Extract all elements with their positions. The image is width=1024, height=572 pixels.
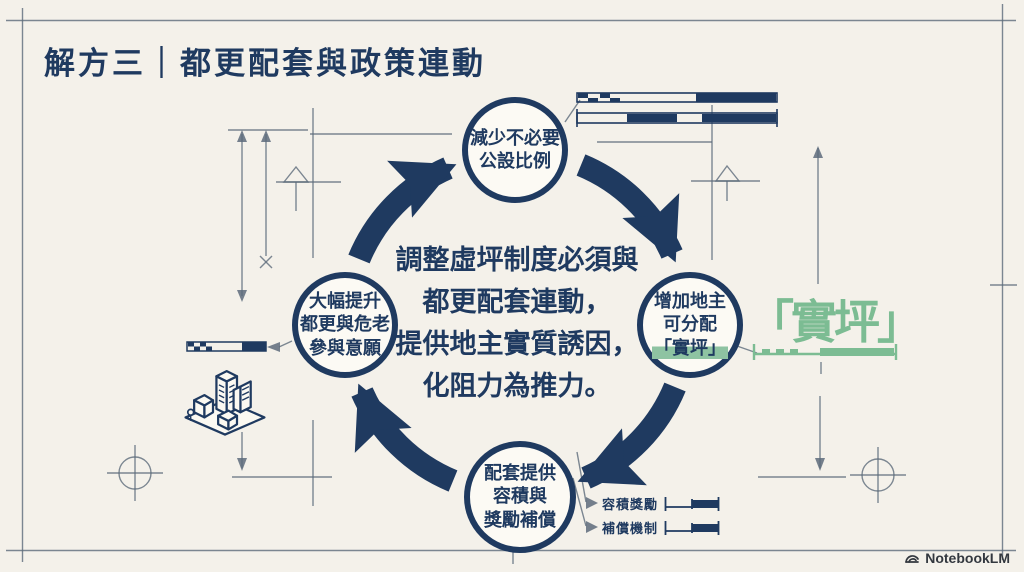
node-label: 減少不必要	[470, 127, 560, 148]
page-title: 解方三｜都更配套與政策連動	[44, 46, 486, 81]
scale-bar-green	[752, 344, 898, 360]
scale-bar-small	[664, 520, 720, 535]
cycle-node-bottom: 配套提供 容積與 獎勵補償	[464, 441, 576, 553]
cycle-node-top: 減少不必要 公設比例	[462, 97, 568, 203]
brand-name: NotebookLM	[925, 550, 1010, 566]
real-area-callout: 「實坪」	[748, 296, 923, 348]
crosshair-icon	[107, 445, 163, 501]
cycle-node-left: 大幅提升 都更與危老 參與意願	[292, 272, 398, 378]
callout-compensation: 補償機制	[602, 518, 720, 537]
node-label: 可分配	[663, 314, 717, 335]
scale-bar-top	[576, 92, 778, 127]
center-line: 提供地主實質誘因，	[395, 328, 639, 359]
dimension-line	[512, 105, 846, 564]
callout-label: 容積獎勵	[602, 497, 659, 512]
scale-bar-left	[186, 341, 267, 352]
node-label-highlighted: 「實坪」	[652, 336, 728, 361]
scale-bar-small	[664, 496, 720, 511]
arc-top-to-right	[576, 154, 683, 263]
buildings-icon	[184, 370, 266, 436]
center-line: 調整虛坪制度必須與	[395, 245, 639, 275]
frame-lines	[6, 4, 1017, 562]
center-line: 都更配套連動，	[422, 286, 612, 317]
node-label: 公設比例	[479, 151, 551, 171]
node-label: 配套提供	[484, 462, 556, 483]
arc-bottom-to-left	[351, 383, 458, 492]
arc-left-to-top	[348, 157, 457, 264]
arc-right-to-bottom	[577, 382, 686, 489]
node-label: 獎勵補償	[484, 509, 556, 530]
center-line: 化阻力為推力。	[422, 370, 612, 401]
node-label: 增加地主	[654, 290, 726, 311]
brand-footer: NotebookLM	[904, 550, 1010, 566]
node-label: 容積與	[493, 486, 547, 507]
center-statement: 調整虛坪制度必須與 都更配套連動， 提供地主實質誘因， 化阻力為推力。	[367, 240, 667, 407]
callout-floor-bonus: 容積獎勵	[602, 494, 720, 513]
node-label: 都更與危老	[300, 314, 390, 335]
node-label: 大幅提升	[309, 290, 381, 311]
north-arrow-icon	[691, 164, 760, 201]
node-label: 參與意願	[309, 337, 381, 358]
notebooklm-logo-icon	[905, 555, 920, 563]
dimension-line	[228, 108, 452, 506]
north-arrow-icon	[276, 165, 341, 211]
crosshair-icon	[850, 447, 906, 503]
cycle-node-right: 增加地主 可分配 「實坪」	[637, 272, 743, 378]
callout-label: 補償機制	[602, 521, 659, 536]
